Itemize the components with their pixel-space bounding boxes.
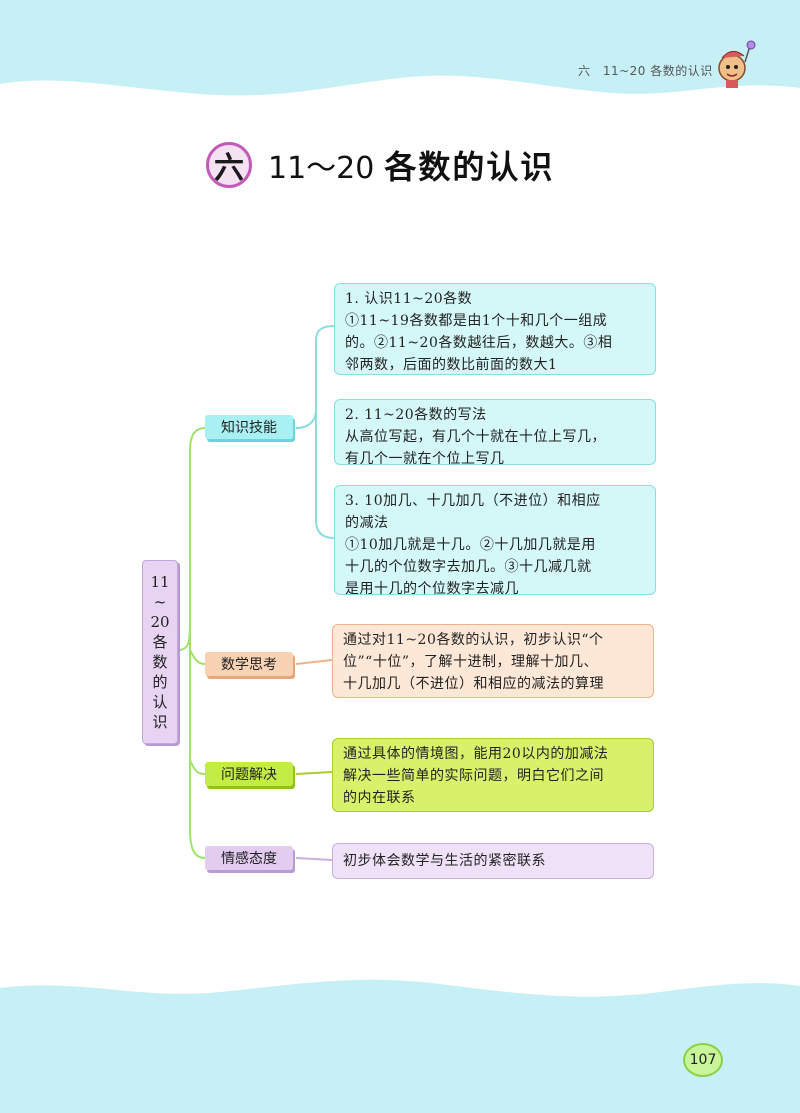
page-number: 107 xyxy=(683,1043,723,1077)
chapter-title-text: 各数的认识 xyxy=(384,148,555,186)
leaf-line: 3. 10加几、十几加几（不进位）和相应 xyxy=(345,493,601,509)
chapter-title: 六 11～20 各数的认识 xyxy=(206,142,554,188)
root-char: ~ xyxy=(153,593,167,611)
mindmap-root: 11 ~ 20 各 数 的 认 识 xyxy=(142,560,178,744)
category-knowledge-skills: 知识技能 xyxy=(205,415,293,439)
leaf-line: 通过对11~20各数的认识，初步认识“个 xyxy=(343,632,604,648)
root-char: 20 xyxy=(150,613,170,631)
bottom-wave-background xyxy=(0,979,800,1113)
leaf-line: 有几个一就在个位上写几 xyxy=(345,451,505,467)
root-char: 11 xyxy=(150,573,170,591)
top-wave-background xyxy=(0,0,800,96)
category-math-thinking: 数学思考 xyxy=(205,652,293,676)
leaf-line: 从高位写起，有几个十就在十位上写几， xyxy=(345,429,606,445)
leaf-line: 是用十几的个位数字去减几 xyxy=(345,581,519,597)
leaf-line: 解决一些简单的实际问题，明白它们之间 xyxy=(343,768,604,784)
root-char: 数 xyxy=(152,653,168,671)
leaf-line: ①10加几就是十几。②十几加几就是用 xyxy=(345,537,596,553)
running-header: 六 11~20 各数的认识 xyxy=(578,62,721,79)
category-emotion-attitude: 情感态度 xyxy=(205,846,293,870)
leaf-line: 十几的个位数字去加几。③十几减几就 xyxy=(345,559,592,575)
leaf-recognize-numbers: 1. 认识11~20各数 ①11~19各数都是由1个十和几个一组成 的。②11~… xyxy=(334,283,656,375)
root-char: 各 xyxy=(152,633,168,651)
leaf-line: 的减法 xyxy=(345,515,389,531)
root-char: 的 xyxy=(152,673,168,691)
header-chapter-num: 六 xyxy=(578,64,591,78)
leaf-line: 十几加几（不进位）和相应的减法的算理 xyxy=(343,676,604,692)
leaf-line: 1. 认识11~20各数 xyxy=(345,291,473,307)
mascot-character-icon xyxy=(718,40,756,88)
category-problem-solving: 问题解决 xyxy=(205,762,293,786)
leaf-addition-subtraction: 3. 10加几、十几加几（不进位）和相应 的减法 ①10加几就是十几。②十几加几… xyxy=(334,485,656,597)
leaf-line: 邻两数，后面的数比前面的数大1 xyxy=(345,357,558,373)
header-chapter-title: 11~20 各数的认识 xyxy=(602,64,713,78)
leaf-line: 初步体会数学与生活的紧密联系 xyxy=(343,853,546,869)
root-char: 认 xyxy=(152,693,168,711)
leaf-line: ①11~19各数都是由1个十和几个一组成 xyxy=(345,313,608,329)
leaf-writing-numbers: 2. 11~20各数的写法 从高位写起，有几个十就在十位上写几， 有几个一就在个… xyxy=(334,399,656,467)
leaf-line: 2. 11~20各数的写法 xyxy=(345,407,487,423)
leaf-line: 通过具体的情境图，能用20以内的加减法 xyxy=(343,746,609,762)
leaf-emotion-attitude: 初步体会数学与生活的紧密联系 xyxy=(332,843,654,879)
leaf-line: 位”“十位”，了解十进制，理解十加几、 xyxy=(343,654,598,670)
root-char: 识 xyxy=(152,713,168,731)
chapter-number-range: 11～20 xyxy=(268,151,375,186)
leaf-math-thinking: 通过对11~20各数的认识，初步认识“个 位”“十位”，了解十进制，理解十加几、… xyxy=(332,624,654,698)
leaf-line: 的内在联系 xyxy=(343,790,416,806)
leaf-problem-solving: 通过具体的情境图，能用20以内的加减法 解决一些简单的实际问题，明白它们之间 的… xyxy=(332,738,654,812)
chapter-badge: 六 xyxy=(206,142,252,188)
leaf-line: 的。②11~20各数越往后，数越大。③相 xyxy=(345,335,613,351)
